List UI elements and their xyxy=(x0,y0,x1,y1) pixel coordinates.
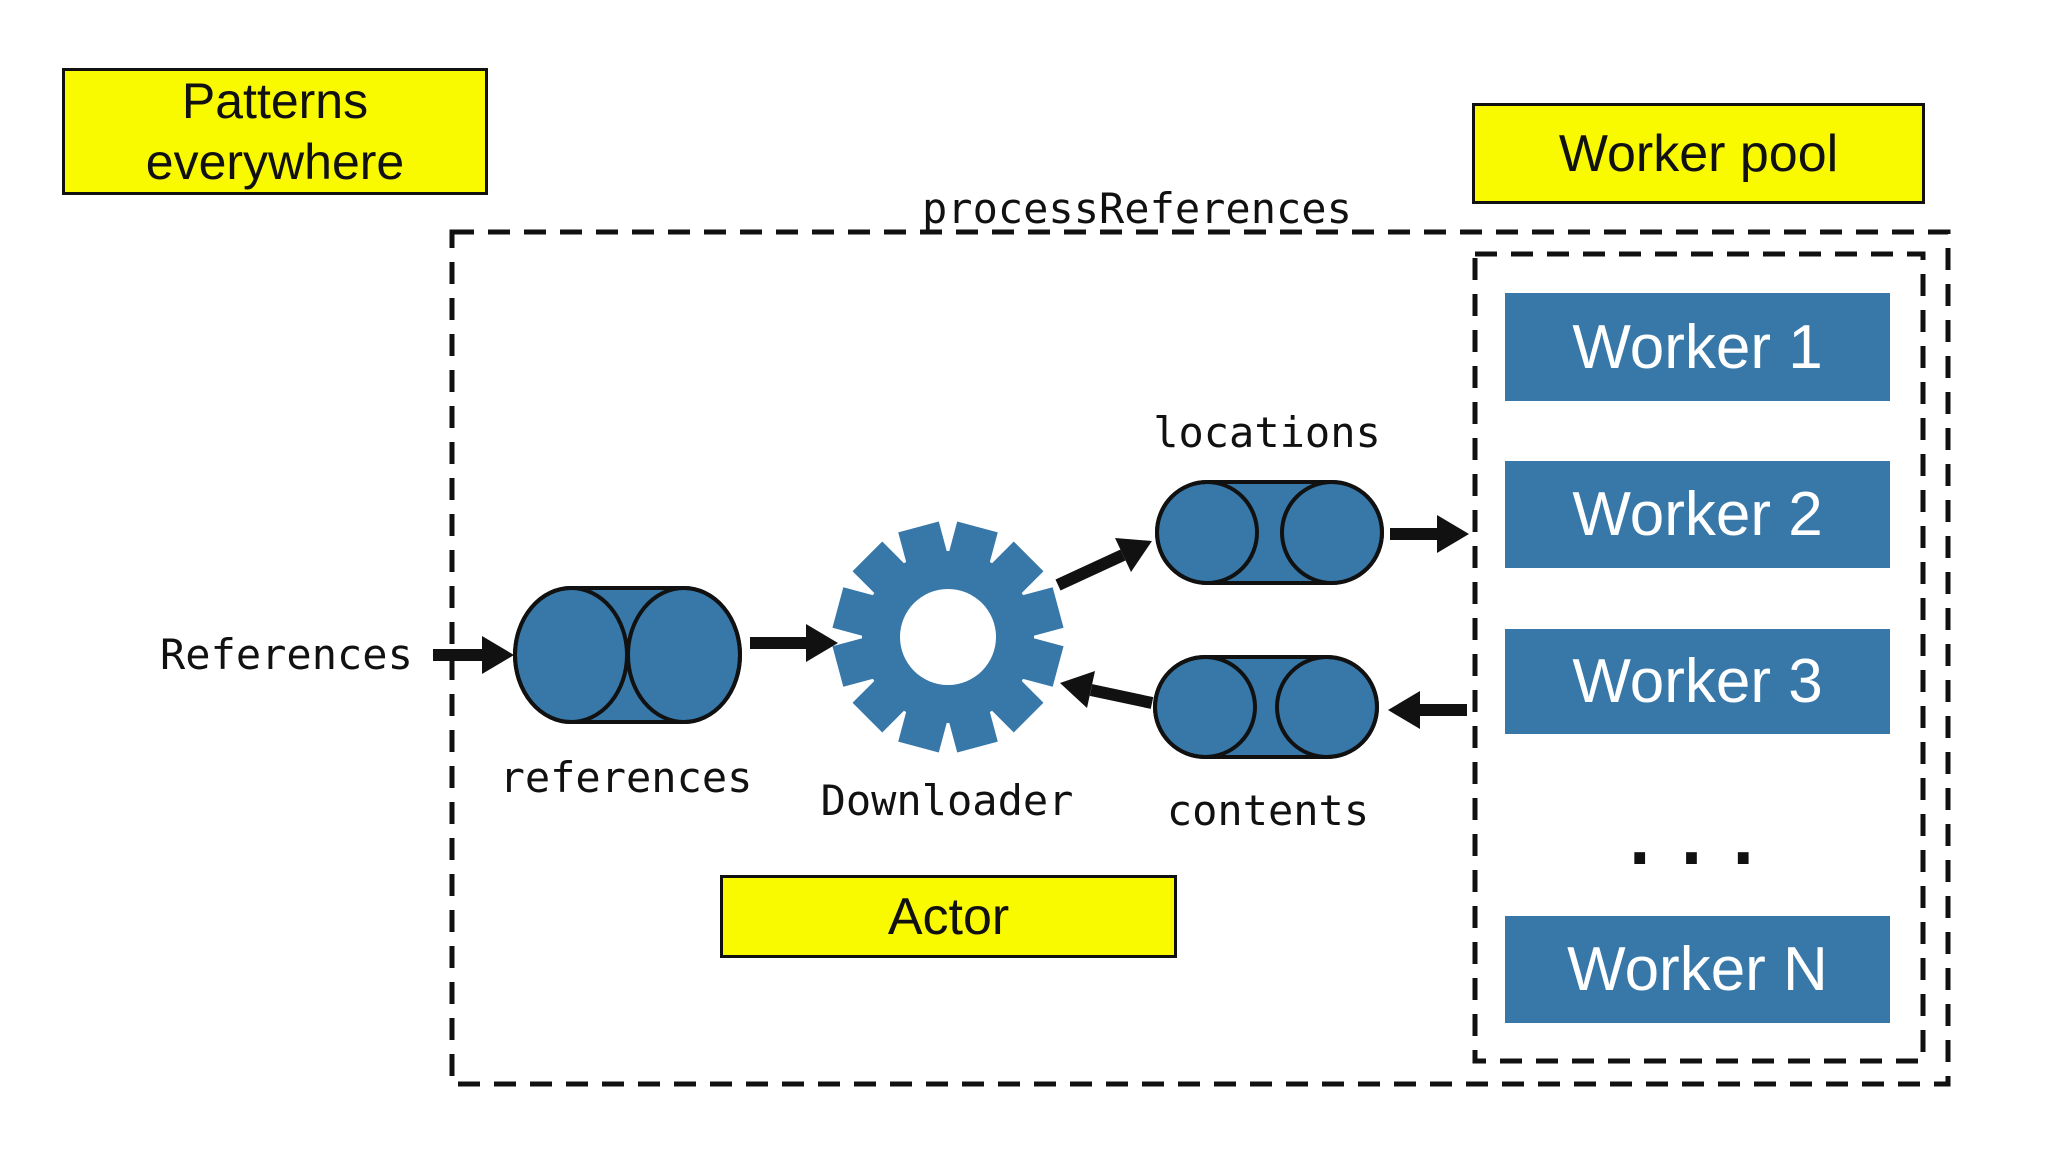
worker-ellipsis: ... xyxy=(1619,802,1776,880)
actor-label: Actor xyxy=(887,887,1010,946)
worker-pool-boundary xyxy=(1472,251,1926,1064)
worker-pool-title-box: Worker pool xyxy=(1472,103,1925,204)
arrow-contents-to-downloader xyxy=(1060,671,1154,709)
process-references-label: processReferences xyxy=(922,184,1352,233)
locations-queue-label: locations xyxy=(1153,408,1381,457)
locations-queue-cylinder xyxy=(1155,480,1384,585)
downloader-gear-icon xyxy=(832,521,1064,753)
worker-n-label: Worker N xyxy=(1567,935,1828,1004)
worker-3-box: Worker 3 xyxy=(1505,629,1890,734)
arrow-pool-to-contents xyxy=(1388,691,1467,729)
arrow-locations-to-pool xyxy=(1390,515,1469,553)
worker-pool-title-label: Worker pool xyxy=(1558,124,1839,183)
arrow-references-to-downloader xyxy=(750,624,838,662)
arrow-downloader-to-locations xyxy=(1055,538,1152,591)
contents-queue-cylinder xyxy=(1153,655,1379,759)
worker-n-box: Worker N xyxy=(1505,916,1890,1023)
worker-2-box: Worker 2 xyxy=(1505,461,1890,568)
references-queue-label: references xyxy=(499,753,753,802)
worker-2-label: Worker 2 xyxy=(1572,480,1823,549)
references-queue-cylinder xyxy=(513,586,742,724)
worker-1-box: Worker 1 xyxy=(1505,293,1890,401)
references-input-label: References xyxy=(160,630,413,679)
contents-queue-label: contents xyxy=(1166,786,1370,835)
worker-1-label: Worker 1 xyxy=(1572,312,1823,382)
patterns-everywhere-box: Patterns everywhere xyxy=(62,68,488,195)
worker-3-label: Worker 3 xyxy=(1572,647,1823,716)
patterns-everywhere-label: Patterns everywhere xyxy=(145,72,405,190)
downloader-label: Downloader xyxy=(820,776,1074,825)
arrow-references-in xyxy=(433,636,514,674)
actor-box: Actor xyxy=(720,875,1177,958)
